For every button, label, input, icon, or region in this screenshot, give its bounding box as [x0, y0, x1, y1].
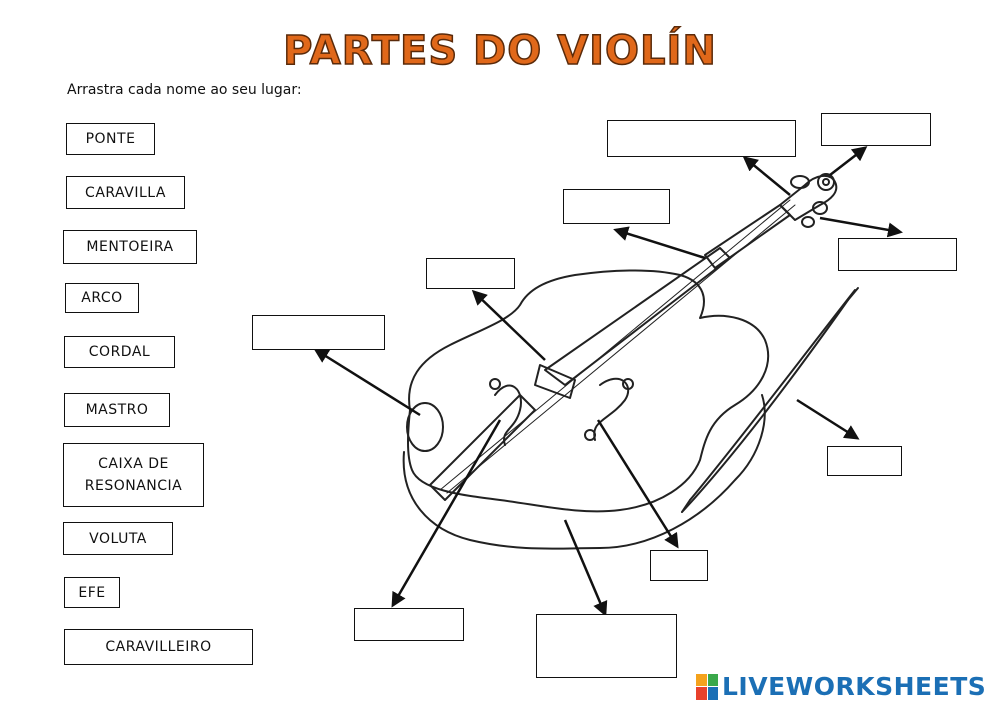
word-tile-ponte[interactable]: PONTE: [66, 123, 155, 155]
word-tile-cordal[interactable]: CORDAL: [64, 336, 175, 368]
word-tile-voluta[interactable]: VOLUTA: [63, 522, 173, 555]
liveworksheets-logo-icon: [696, 673, 718, 700]
drop-zone-9[interactable]: [354, 608, 464, 641]
page-title: PARTES DO VIOLÍN: [282, 27, 717, 75]
word-tile-caixa-de-resonancia[interactable]: CAIXA DE RESONANCIA: [63, 443, 204, 507]
drop-zone-3[interactable]: [563, 189, 670, 224]
word-tile-caravilleiro[interactable]: CARAVILLEIRO: [64, 629, 253, 665]
drop-zone-5[interactable]: [426, 258, 515, 289]
drop-zone-2[interactable]: [821, 113, 931, 146]
word-tile-arco[interactable]: ARCO: [65, 283, 139, 313]
word-tile-mentoeira[interactable]: MENTOEIRA: [63, 230, 197, 264]
drop-zone-10[interactable]: [536, 614, 677, 678]
word-tile-caravilla[interactable]: CARAVILLA: [66, 176, 185, 209]
liveworksheets-brand: LIVEWORKSHEETS: [696, 672, 986, 701]
drop-zone-8[interactable]: [650, 550, 708, 581]
drop-zone-6[interactable]: [252, 315, 385, 350]
word-tile-mastro[interactable]: MASTRO: [64, 393, 170, 427]
drop-zone-1[interactable]: [607, 120, 796, 157]
word-tile-efe[interactable]: EFE: [64, 577, 120, 608]
instruction-text: Arrastra cada nome ao seu lugar:: [67, 82, 302, 98]
brand-name: LIVEWORKSHEETS: [722, 672, 987, 701]
drop-zone-7[interactable]: [827, 446, 902, 476]
drop-zone-4[interactable]: [838, 238, 957, 271]
